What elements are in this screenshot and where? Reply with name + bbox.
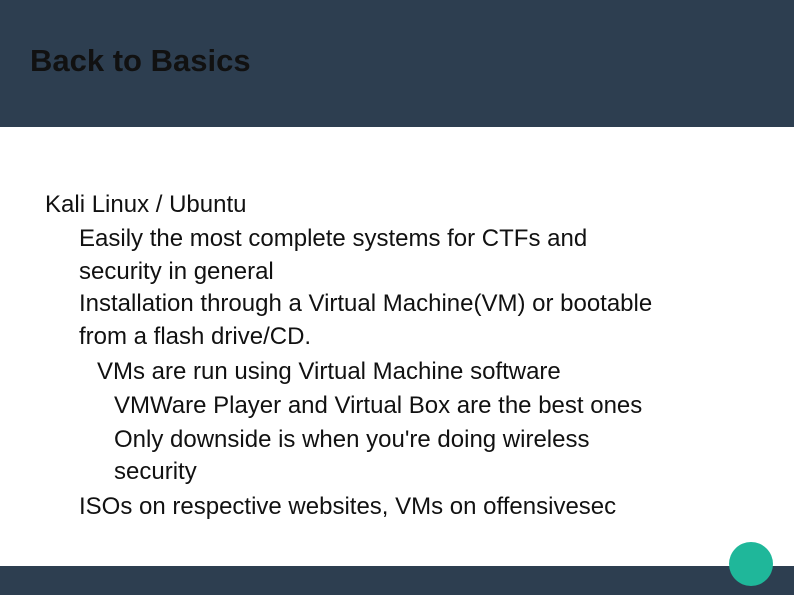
accent-circle-icon — [729, 542, 773, 586]
bullet-level1: Kali Linux / Ubuntu — [45, 191, 247, 218]
bullet-level2: ISOs on respective websites, VMs on offe… — [79, 493, 617, 520]
footer-bar — [0, 566, 794, 595]
slide-title: Back to Basics — [30, 43, 251, 78]
bullet-level2-continued: security in general — [79, 258, 274, 285]
bullet-level4: Only downside is when you're doing wirel… — [114, 426, 590, 453]
bullet-level4-continued: security — [114, 458, 197, 485]
header-bar — [0, 0, 794, 127]
bullet-level2: Easily the most complete systems for CTF… — [79, 225, 588, 252]
bullet-level2-continued: from a flash drive/CD. — [79, 323, 312, 350]
bullet-level4: VMWare Player and Virtual Box are the be… — [114, 392, 643, 419]
bullet-level3: VMs are run using Virtual Machine softwa… — [97, 358, 561, 385]
bullet-level2: Installation through a Virtual Machine(V… — [79, 290, 653, 317]
